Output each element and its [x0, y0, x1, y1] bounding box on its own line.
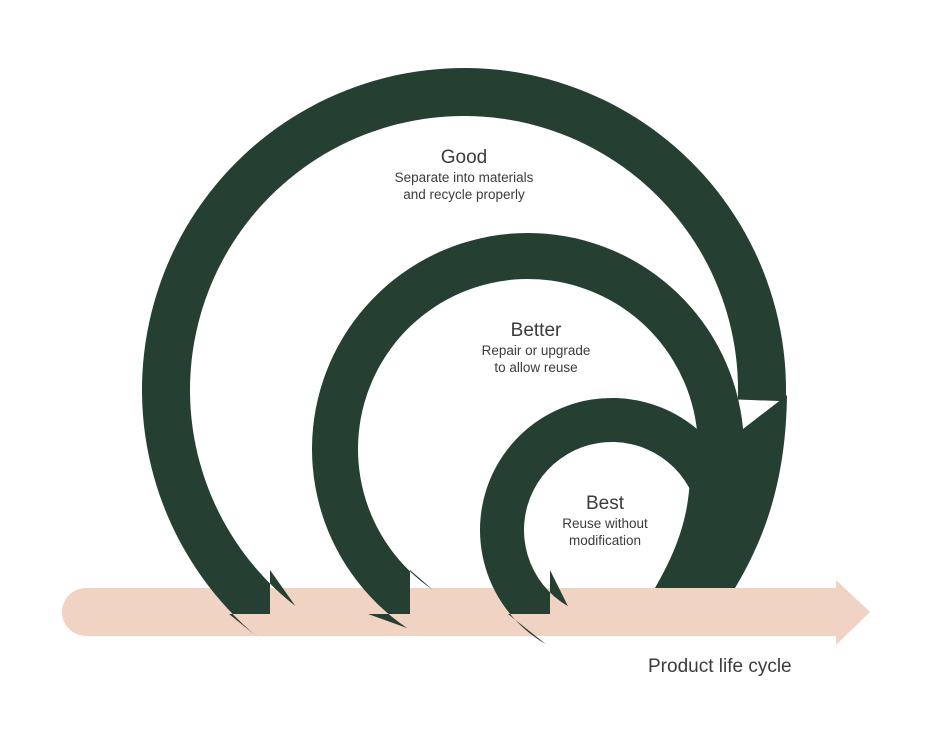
best-loop-arrow	[480, 398, 745, 645]
best-description: Reuse without modification	[562, 516, 648, 548]
product-life-cycle-label: Product life cycle	[648, 656, 792, 677]
product-life-cycle-arrow	[62, 580, 870, 645]
good-label: Good Separate into materials and recycle…	[364, 147, 564, 203]
better-label: Better Repair or upgrade to allow reuse	[446, 320, 626, 376]
good-description: Separate into materials and recycle prop…	[394, 170, 534, 202]
better-title: Better	[510, 320, 562, 341]
good-title: Good	[440, 147, 488, 168]
better-description: Repair or upgrade to allow reuse	[481, 343, 591, 375]
best-label: Best Reuse without modification	[530, 493, 680, 549]
best-title: Best	[585, 493, 625, 514]
